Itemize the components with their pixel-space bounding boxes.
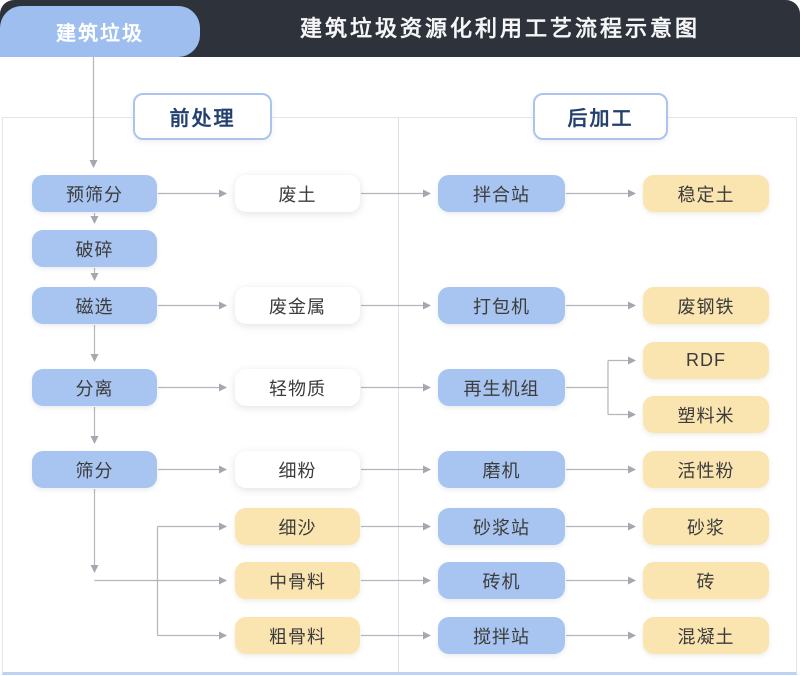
node-mortar-station: 砂浆站 bbox=[438, 508, 565, 545]
column-divider bbox=[398, 118, 399, 672]
node-magnetic-separation: 磁选 bbox=[32, 287, 157, 324]
node-recycling-unit: 再生机组 bbox=[438, 369, 565, 406]
node-brick-machine: 砖机 bbox=[438, 562, 565, 599]
node-baler: 打包机 bbox=[438, 287, 565, 324]
node-screening: 筛分 bbox=[32, 451, 157, 488]
node-plastic-pellets: 塑料米 bbox=[643, 396, 769, 433]
node-stabilized-soil: 稳定土 bbox=[643, 175, 769, 212]
node-concrete: 混凝土 bbox=[643, 617, 769, 654]
section-label-post-processing: 后加工 bbox=[533, 93, 668, 140]
node-light-material: 轻物质 bbox=[235, 369, 360, 406]
page-title: 建筑垃圾资源化利用工艺流程示意图 bbox=[299, 16, 700, 41]
node-medium-aggregate: 中骨料 bbox=[235, 562, 360, 599]
node-scrap-steel: 废钢铁 bbox=[643, 287, 769, 324]
node-separation: 分离 bbox=[32, 369, 157, 406]
node-mixing-station: 搅拌站 bbox=[438, 617, 565, 654]
node-fine-powder: 细粉 bbox=[235, 451, 360, 488]
node-mill: 磨机 bbox=[438, 451, 565, 488]
node-waste-metal: 废金属 bbox=[235, 287, 360, 324]
node-blending-station: 拌合站 bbox=[438, 175, 565, 212]
node-fine-sand: 细沙 bbox=[235, 508, 360, 545]
node-coarse-aggregate: 粗骨料 bbox=[235, 617, 360, 654]
node-waste-soil: 废土 bbox=[235, 175, 360, 212]
source-badge: 建筑垃圾 bbox=[0, 6, 200, 57]
node-brick: 砖 bbox=[643, 562, 769, 599]
section-label-pre-processing: 前处理 bbox=[133, 93, 272, 140]
node-rdf: RDF bbox=[643, 342, 769, 379]
content-frame bbox=[2, 117, 797, 675]
node-pre-screening: 预筛分 bbox=[32, 175, 157, 212]
node-crushing: 破碎 bbox=[32, 230, 157, 267]
node-mortar: 砂浆 bbox=[643, 508, 769, 545]
node-active-powder: 活性粉 bbox=[643, 451, 769, 488]
